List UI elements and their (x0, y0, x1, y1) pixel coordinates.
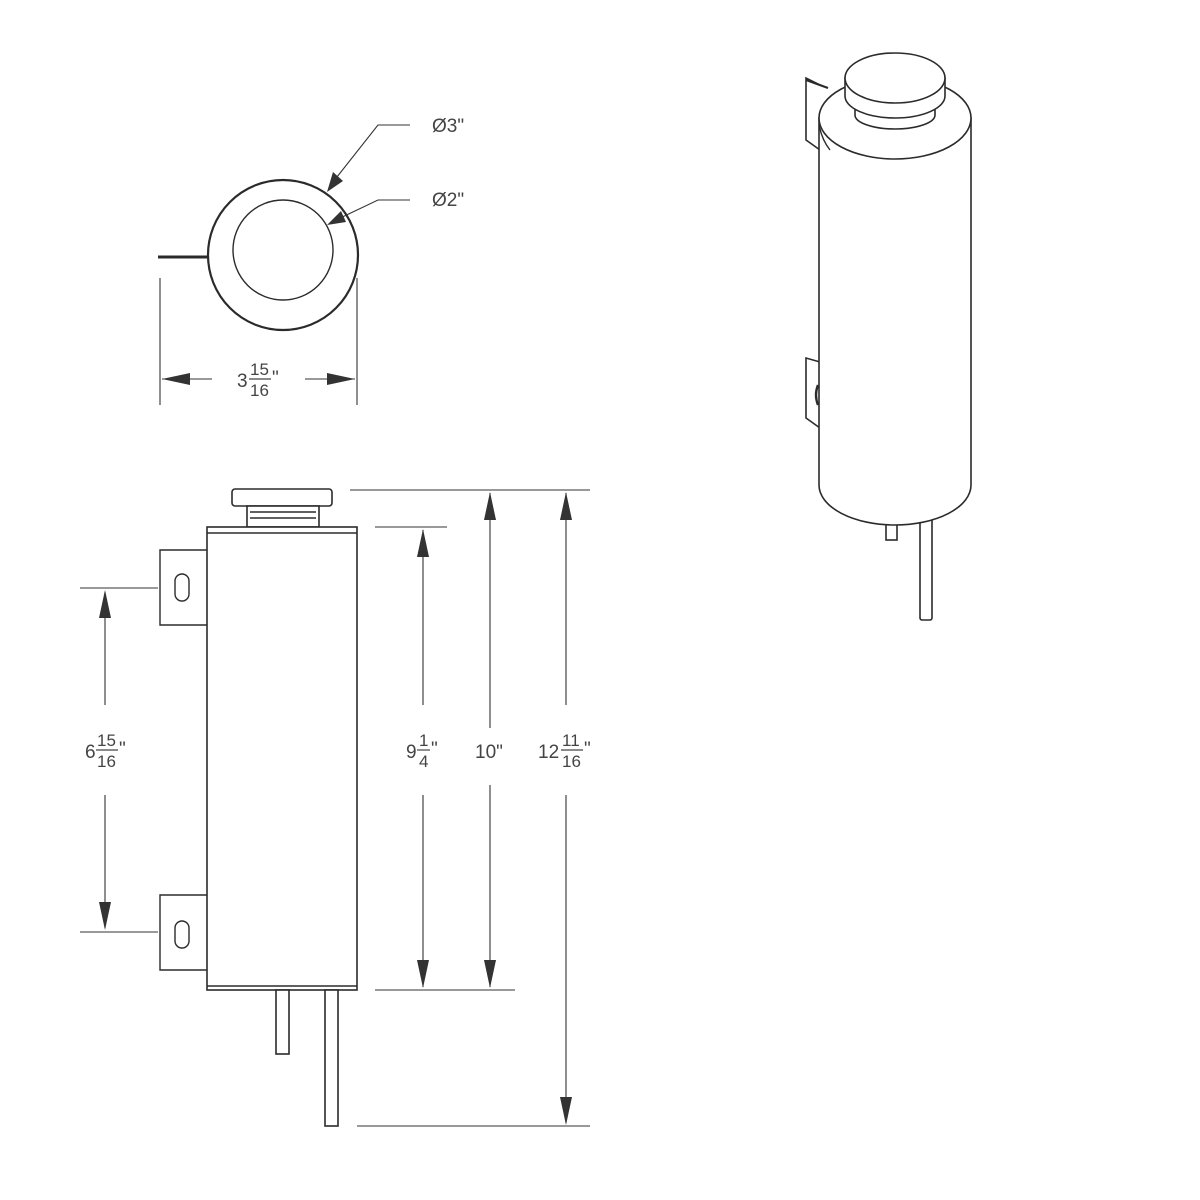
overall-height-arrow-bottom (560, 1097, 572, 1125)
body-height-arrow-bottom (417, 960, 429, 988)
side-cap-top (231, 488, 333, 507)
inner-diameter-label: Ø2" (432, 190, 464, 211)
svg-text:": " (431, 739, 438, 760)
svg-text:1: 1 (419, 731, 428, 750)
svg-text:15: 15 (250, 360, 269, 379)
long-outlet-tube (324, 989, 339, 1127)
inner-diameter-arrowhead (327, 211, 346, 225)
svg-text:": " (119, 739, 126, 760)
svg-text:15: 15 (97, 731, 116, 750)
side-cap-neck (246, 505, 320, 528)
width-label: 3 15 16 " (237, 360, 279, 400)
svg-text:12: 12 (538, 742, 559, 763)
width-arrow-left (162, 373, 190, 385)
svg-text:6: 6 (85, 742, 96, 763)
svg-text:": " (584, 739, 591, 760)
cap-height-arrow-top (484, 492, 496, 520)
outer-diameter-leader (332, 124, 410, 183)
svg-text:9: 9 (406, 742, 417, 763)
overall-height-arrow-top (560, 492, 572, 520)
svg-text:16: 16 (250, 381, 269, 400)
top-view-inner-circle (232, 199, 334, 301)
cap-height-arrow-bottom (484, 960, 496, 988)
width-arrow-right (327, 373, 355, 385)
lower-mount-slot (174, 920, 190, 949)
iso-cap-top (844, 52, 946, 104)
svg-text:3: 3 (237, 371, 248, 392)
iso-lower-bracket (805, 356, 821, 429)
lower-mount-bracket (159, 894, 207, 971)
side-tank-body (206, 526, 358, 991)
upper-mount-bracket (159, 549, 207, 626)
svg-text:11: 11 (562, 731, 580, 750)
short-outlet-tube (275, 989, 290, 1055)
top-view-outer-circle (206, 178, 360, 332)
outer-diameter-label: Ø3" (432, 116, 464, 137)
outer-diameter-arrowhead (327, 172, 343, 192)
inner-diameter-leader (335, 199, 410, 221)
mount-spacing-arrow-top (99, 590, 111, 618)
body-height-arrow-top (417, 529, 429, 557)
iso-long-tube (919, 514, 933, 621)
iso-tank-body (818, 117, 972, 526)
isometric-view (805, 52, 972, 621)
svg-text:4: 4 (419, 752, 428, 771)
cap-height-label: 10" (475, 742, 503, 763)
svg-text:16: 16 (562, 752, 581, 771)
mount-spacing-arrow-bottom (99, 902, 111, 930)
side-view: 6 15 16 " 9 1 4 " 10" (80, 488, 591, 1127)
overall-height-label: 12 11 16 " (538, 731, 591, 771)
body-height-label: 9 1 4 " (406, 731, 438, 771)
upper-mount-slot (174, 573, 190, 602)
top-view: Ø3" Ø2" 3 15 16 " (158, 116, 464, 405)
mount-spacing-label: 6 15 16 " (85, 731, 126, 771)
svg-text:": " (272, 368, 279, 389)
svg-text:16: 16 (97, 752, 116, 771)
